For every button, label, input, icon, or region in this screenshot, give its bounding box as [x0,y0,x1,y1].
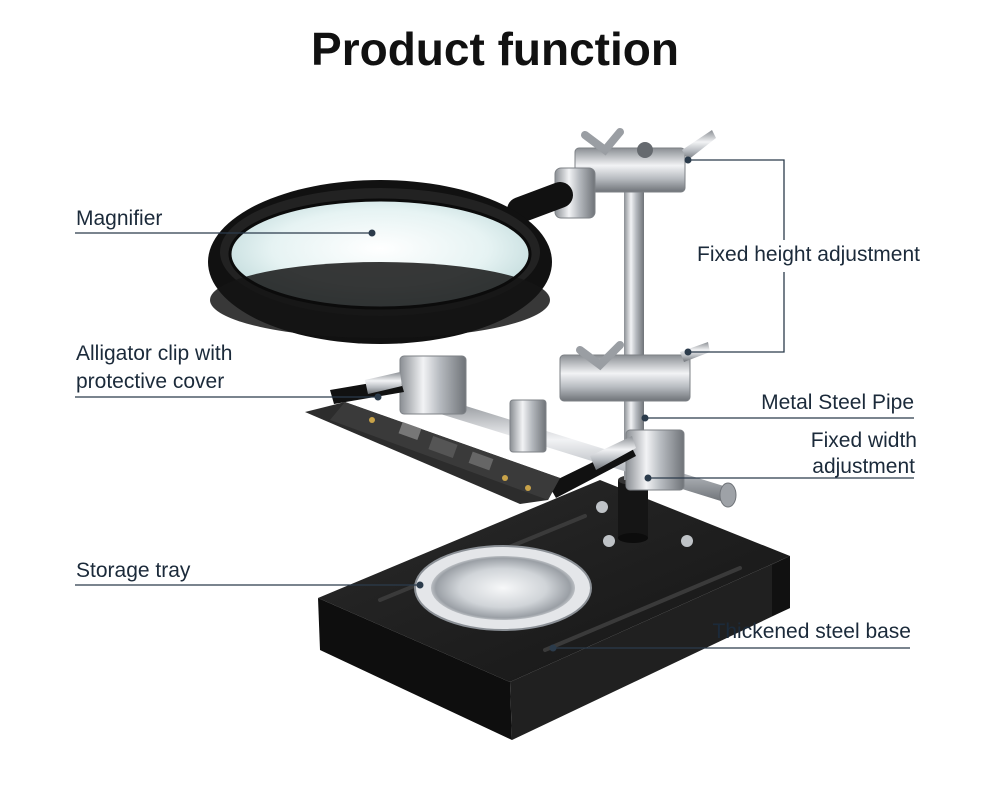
label-alligator-clip-line2: protective cover [76,370,225,393]
leader-fixed-height [688,159,785,240]
middle-clamp-shape [509,341,710,453]
label-steel-base: Thickened steel base [712,620,911,643]
label-fixed-width-line2: adjustment [812,455,915,478]
magnifier-shape [208,180,573,344]
circuit-board-shape [305,402,560,504]
right-clamp-shape [548,429,685,498]
vertical-pipe-shape [624,180,644,480]
label-storage-tray: Storage tray [76,559,191,582]
leader-lines [75,159,914,649]
leader-fixed-height-lower [688,272,785,353]
label-fixed-height: Fixed height adjustment [697,243,920,266]
label-magnifier: Magnifier [76,207,163,230]
storage-tray-shape [414,545,592,631]
label-metal-pipe: Metal Steel Pipe [761,391,914,414]
label-fixed-width-line1: Fixed width [810,429,917,452]
label-alligator-clip-line1: Alligator clip with [76,342,233,365]
leader-dots [368,156,692,652]
page-title: Product function [311,23,679,75]
top-clamp-shape [554,128,716,219]
